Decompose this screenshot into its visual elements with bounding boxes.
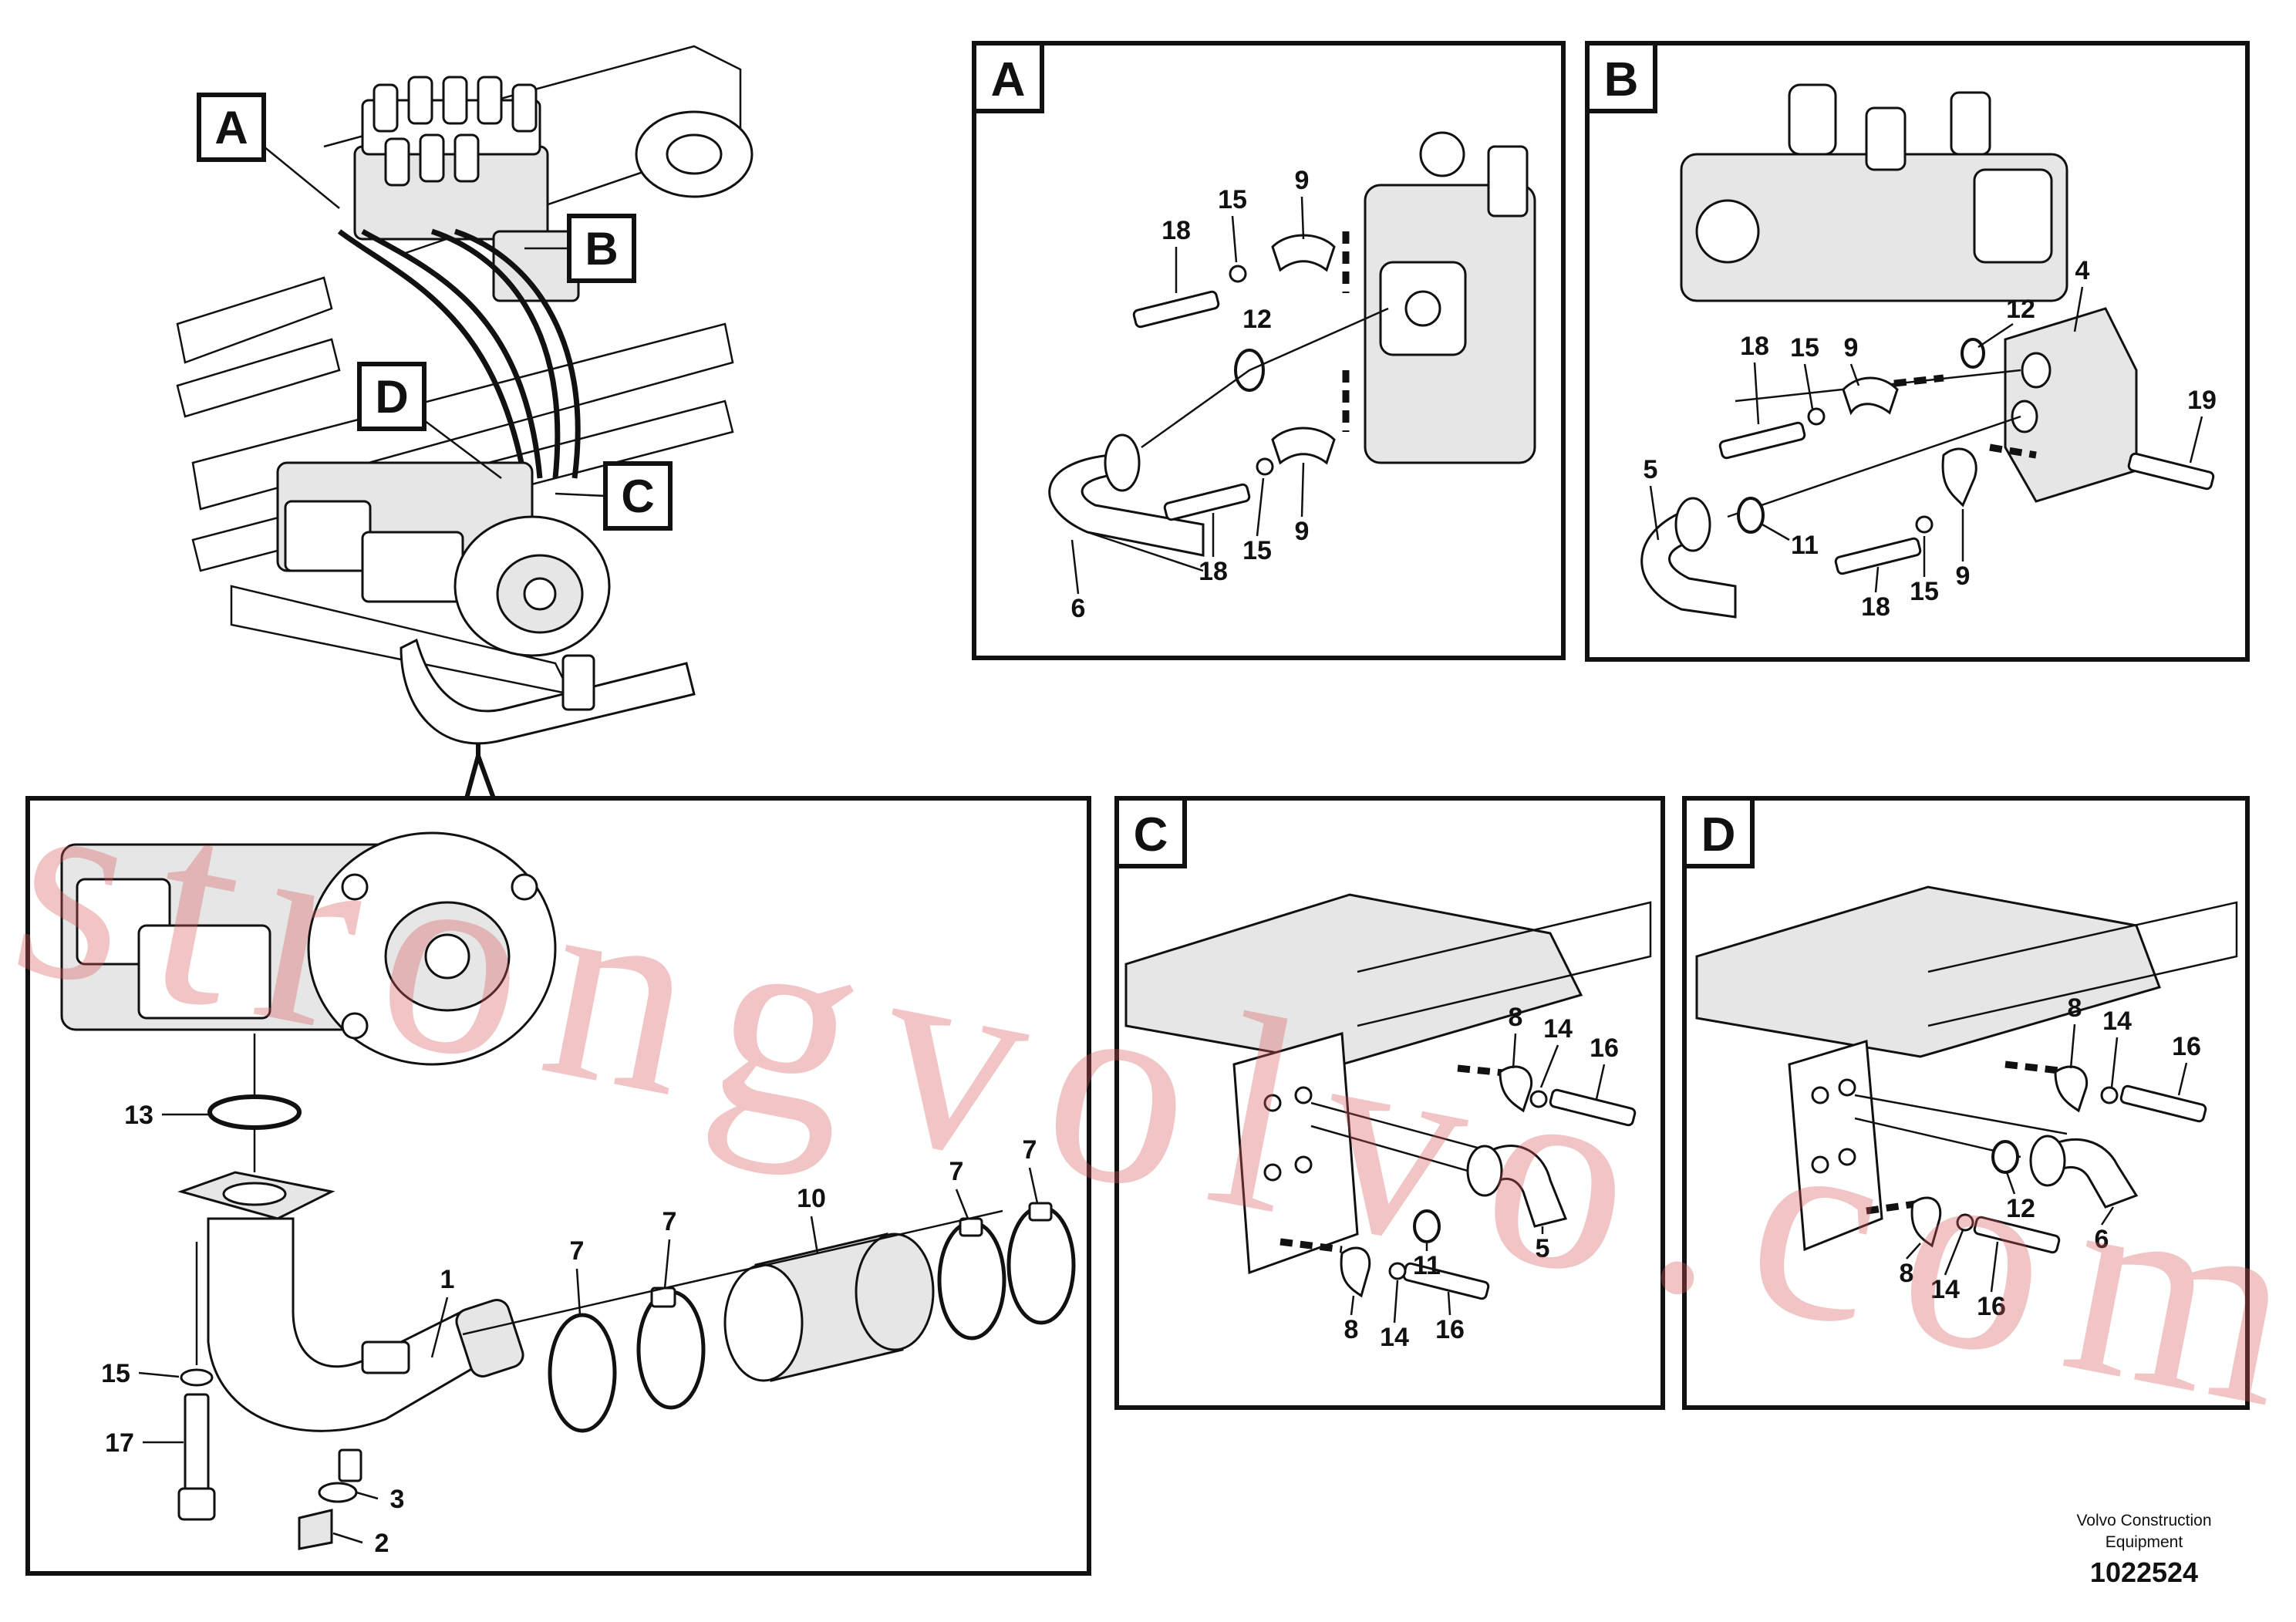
publisher-label: Volvo Construction Equipment bbox=[2044, 1510, 2244, 1553]
panel-letter: C bbox=[1134, 808, 1168, 862]
part-callout-number: 18 bbox=[1161, 216, 1191, 245]
solenoid-stack bbox=[373, 76, 538, 187]
overview-drawing bbox=[176, 45, 754, 800]
panel-letter: B bbox=[1604, 53, 1639, 106]
part-callout-number: 9 bbox=[1844, 333, 1859, 363]
part-callout-number: 16 bbox=[1977, 1292, 2006, 1321]
part-callout-number: 12 bbox=[2006, 295, 2035, 324]
overview-callout-letter: B bbox=[585, 223, 618, 275]
part-callout-number: 8 bbox=[2068, 993, 2082, 1023]
part-callout-number: 15 bbox=[1910, 577, 1939, 606]
publisher-line-2: Equipment bbox=[2105, 1533, 2183, 1551]
part-callout-number: 18 bbox=[1740, 332, 1769, 361]
part-callout-number: 19 bbox=[2187, 386, 2217, 415]
part-callout-number: 12 bbox=[2006, 1194, 2035, 1223]
publisher-line-1: Volvo Construction bbox=[2076, 1512, 2212, 1529]
detail-panel-b: B 4 12 18 15 bbox=[1585, 41, 2250, 662]
part-callout-number: 14 bbox=[1930, 1275, 1960, 1304]
pump-detail-panel: 13 15 17 3 2 1 7 7 10 7 7 bbox=[25, 796, 1091, 1576]
part-callout-number: 15 bbox=[101, 1359, 130, 1388]
part-callout-number: 11 bbox=[1791, 531, 1819, 560]
part-callout-number: 15 bbox=[1790, 333, 1819, 363]
part-callout-number: 3 bbox=[390, 1485, 405, 1514]
part-callout-number: 16 bbox=[1435, 1315, 1465, 1344]
detail-panel-c: C 8 14 16 11 5 8 14 bbox=[1114, 796, 1665, 1410]
overview-callout-a: A bbox=[197, 93, 340, 209]
part-callout-number: 16 bbox=[2172, 1032, 2201, 1061]
part-callout-number: 10 bbox=[797, 1184, 826, 1213]
part-callout-number: 7 bbox=[1023, 1135, 1037, 1165]
part-callout-number: 14 bbox=[1380, 1323, 1409, 1352]
part-callout-number: 7 bbox=[949, 1157, 964, 1186]
panel-letter: A bbox=[991, 53, 1026, 106]
part-callout-number: 9 bbox=[1956, 561, 1971, 591]
overview-callout-letter: C bbox=[621, 470, 654, 522]
part-callout-number: 14 bbox=[2102, 1007, 2132, 1036]
panel-letter: D bbox=[1701, 808, 1736, 862]
part-callout-number: 15 bbox=[1242, 536, 1272, 565]
overview-callout-d: D bbox=[357, 362, 502, 479]
part-callout-number: 9 bbox=[1295, 166, 1310, 195]
part-callout-number: 18 bbox=[1861, 592, 1890, 622]
part-callout-number: 7 bbox=[663, 1207, 677, 1236]
part-callout-number: 5 bbox=[1644, 455, 1658, 484]
part-callout-number: 8 bbox=[1344, 1315, 1359, 1344]
overview-callout-letter: A bbox=[214, 102, 248, 153]
document-number: 1022524 bbox=[2089, 1556, 2199, 1588]
part-callout-number: 14 bbox=[1543, 1014, 1573, 1044]
detail-panel-d: D 8 14 16 12 6 8 14 bbox=[1682, 796, 2250, 1410]
part-callout-number: 13 bbox=[124, 1101, 153, 1130]
part-callout-number: 16 bbox=[1590, 1034, 1619, 1063]
part-callout-number: 17 bbox=[105, 1428, 134, 1458]
part-callout-number: 1 bbox=[440, 1265, 455, 1294]
part-callout-number: 11 bbox=[1413, 1251, 1441, 1280]
part-callout-number: 8 bbox=[1900, 1259, 1914, 1288]
overview-callout-letter: D bbox=[375, 371, 408, 423]
part-callout-number: 15 bbox=[1218, 185, 1247, 214]
part-callout-number: 9 bbox=[1295, 517, 1310, 546]
part-callout-number: 4 bbox=[2075, 256, 2090, 285]
overview-callout-b: B bbox=[524, 214, 636, 283]
part-callout-number: 12 bbox=[1242, 305, 1272, 334]
part-callout-number: 7 bbox=[570, 1236, 585, 1266]
part-callout-number: 2 bbox=[375, 1529, 389, 1558]
part-callout-number: 18 bbox=[1199, 557, 1228, 586]
detail-panel-a: A 18 15 9 12 18 15 9 bbox=[972, 41, 1566, 660]
part-callout-number: 5 bbox=[1536, 1234, 1550, 1263]
part-callout-number: 8 bbox=[1509, 1003, 1523, 1032]
part-callout-number: 6 bbox=[2095, 1225, 2109, 1254]
part-callout-number: 6 bbox=[1071, 594, 1086, 623]
overview-callout-c: C bbox=[555, 461, 673, 531]
